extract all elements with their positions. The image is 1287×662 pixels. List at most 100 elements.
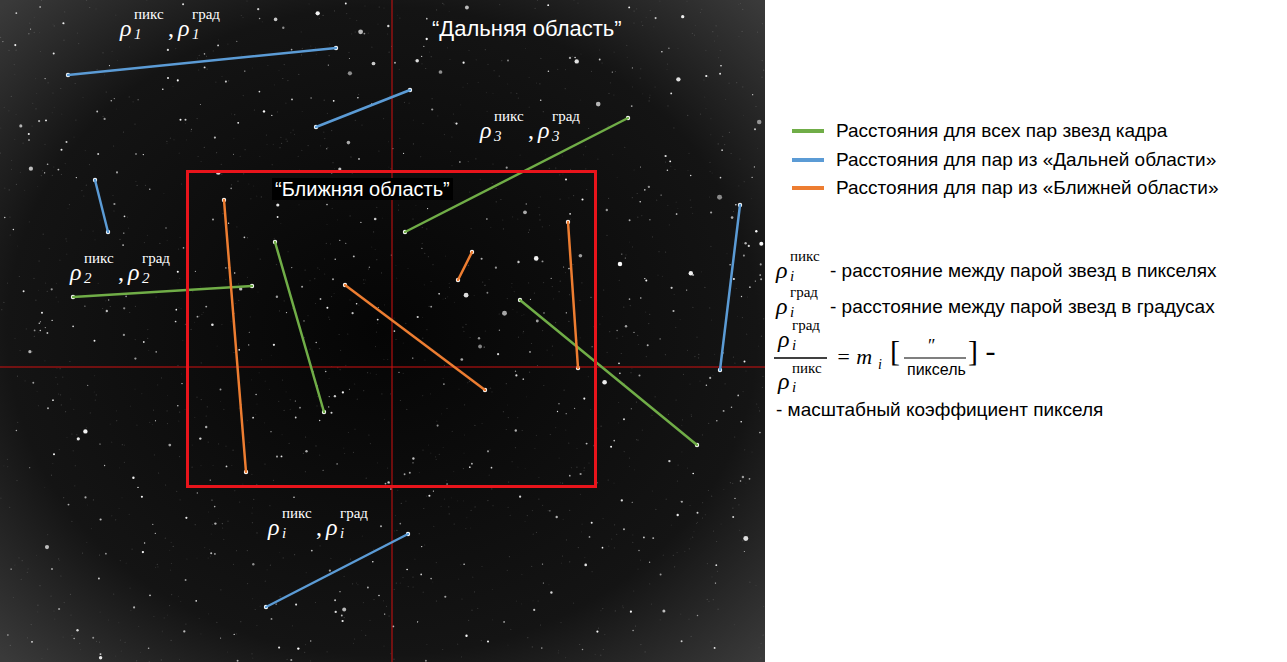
star xyxy=(210,556,211,557)
star xyxy=(329,319,330,320)
star xyxy=(76,177,77,178)
star xyxy=(285,103,286,104)
star xyxy=(249,332,250,333)
star xyxy=(762,387,763,388)
star xyxy=(720,65,722,67)
star xyxy=(177,79,179,81)
star xyxy=(763,318,764,319)
star xyxy=(256,532,257,533)
star xyxy=(468,620,469,621)
star xyxy=(133,101,134,102)
star xyxy=(586,443,588,445)
star xyxy=(120,560,121,561)
star xyxy=(731,216,734,219)
star xyxy=(572,264,573,265)
star xyxy=(303,453,304,454)
formula-part: ρ xyxy=(778,369,790,393)
star xyxy=(96,394,97,395)
star xyxy=(282,380,283,381)
star xyxy=(595,654,596,655)
star xyxy=(469,466,471,468)
star xyxy=(712,375,713,376)
star xyxy=(691,414,692,415)
star xyxy=(710,246,711,247)
formula-part: i xyxy=(282,526,286,541)
star xyxy=(464,404,465,405)
star xyxy=(536,435,537,436)
star xyxy=(649,583,650,584)
star xyxy=(326,307,328,309)
star xyxy=(377,323,378,324)
star xyxy=(664,155,666,157)
star xyxy=(237,660,239,662)
star xyxy=(449,283,450,284)
star xyxy=(734,363,735,364)
star xyxy=(309,280,310,281)
star xyxy=(39,6,41,8)
star xyxy=(468,50,469,51)
star xyxy=(574,408,575,409)
star xyxy=(461,598,462,599)
star xyxy=(762,376,763,377)
star xyxy=(339,334,340,335)
star xyxy=(198,69,199,70)
star xyxy=(180,237,181,238)
star xyxy=(742,9,743,10)
star xyxy=(236,550,237,551)
star xyxy=(31,641,33,643)
star xyxy=(711,576,712,577)
legend-swatch xyxy=(792,129,824,133)
star xyxy=(485,284,486,285)
star xyxy=(166,141,167,142)
star xyxy=(65,238,66,239)
star xyxy=(46,332,48,334)
star xyxy=(14,338,15,339)
star xyxy=(519,496,521,498)
all-pair-line xyxy=(520,300,697,445)
star xyxy=(515,429,517,431)
star xyxy=(423,592,424,593)
star xyxy=(562,173,563,174)
star xyxy=(319,455,320,456)
star xyxy=(540,624,541,625)
star xyxy=(236,41,237,42)
star xyxy=(742,242,743,243)
star xyxy=(632,246,633,247)
star xyxy=(301,31,302,32)
star xyxy=(252,417,254,419)
star xyxy=(629,458,630,459)
star xyxy=(388,167,389,168)
star xyxy=(179,412,180,413)
stars xyxy=(0,0,764,662)
star xyxy=(693,531,694,532)
star xyxy=(52,399,54,401)
star xyxy=(41,658,42,659)
star xyxy=(149,189,150,190)
formula-part: = m xyxy=(836,346,872,368)
star xyxy=(94,375,95,376)
star xyxy=(134,389,135,390)
star xyxy=(263,110,265,112)
star xyxy=(466,517,467,518)
star xyxy=(298,204,299,205)
star xyxy=(733,211,734,212)
star xyxy=(623,528,625,530)
star xyxy=(334,10,335,11)
star xyxy=(536,320,539,323)
star xyxy=(305,644,306,645)
star xyxy=(614,547,615,548)
star xyxy=(695,25,696,26)
star xyxy=(557,411,558,412)
star xyxy=(278,401,279,402)
star xyxy=(58,301,59,302)
star xyxy=(247,550,248,551)
star xyxy=(323,15,324,16)
star xyxy=(195,524,196,525)
star xyxy=(89,7,90,8)
star xyxy=(345,243,346,244)
star xyxy=(179,659,180,660)
star xyxy=(165,538,166,539)
star xyxy=(553,298,554,299)
star xyxy=(396,583,397,584)
star xyxy=(657,275,658,276)
